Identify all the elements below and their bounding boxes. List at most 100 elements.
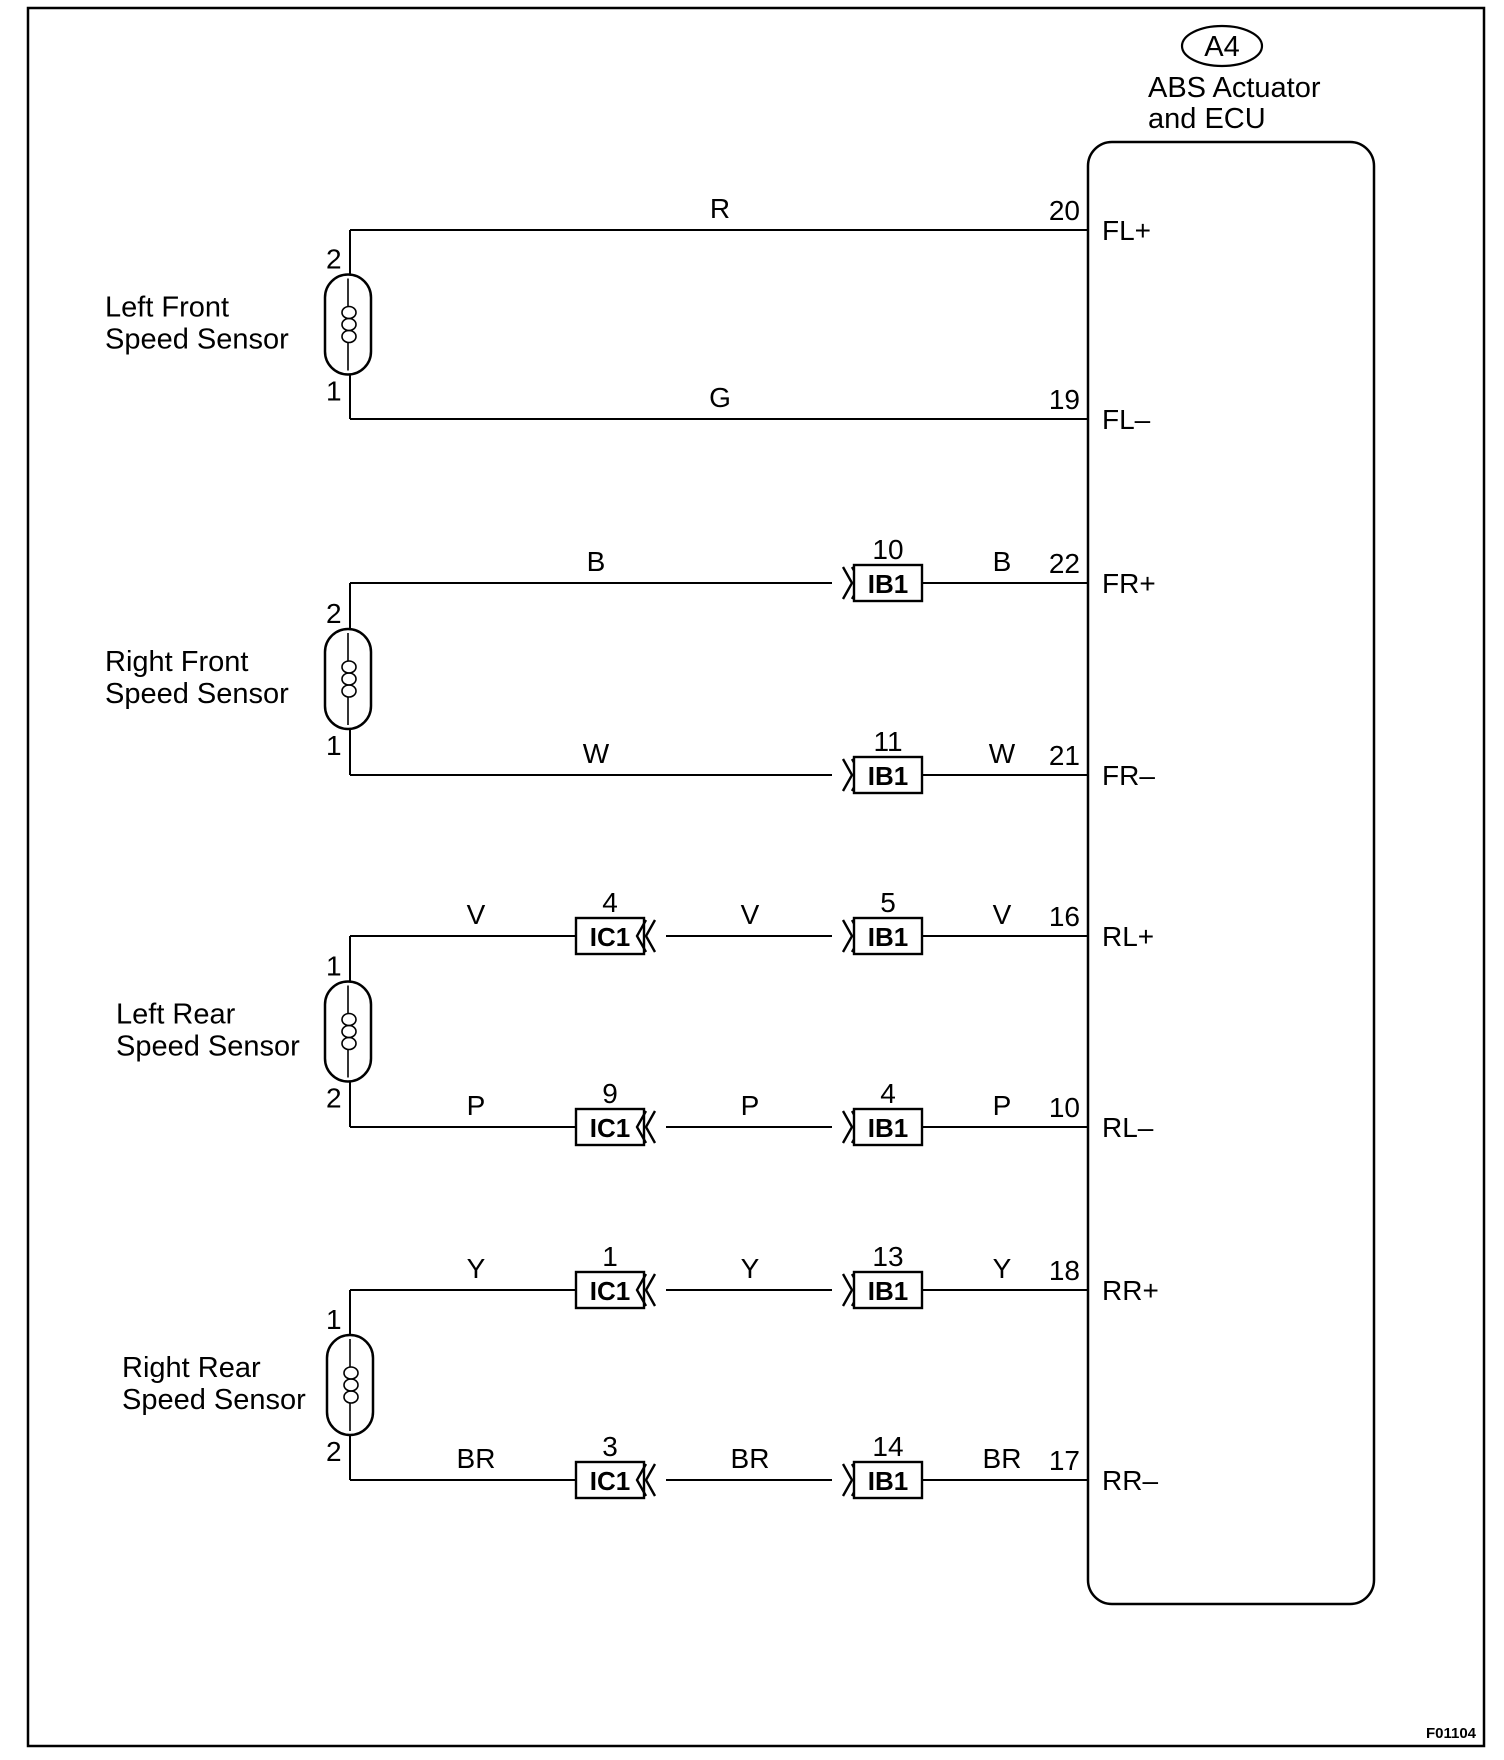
wire-color-label: R	[710, 193, 730, 224]
sensor-coil-icon	[341, 985, 357, 1078]
ecu-terminal-label: FL+	[1102, 215, 1151, 246]
sensor-coil-icon	[341, 278, 357, 371]
wire-color-label: P	[467, 1090, 486, 1121]
wire-color-label: Y	[467, 1253, 486, 1284]
sensor-name-line2: Speed Sensor	[105, 678, 289, 710]
wire-color-label: BR	[731, 1443, 770, 1474]
sensor-pin-bottom: 1	[326, 376, 342, 407]
sensor-coil-icon	[343, 1339, 359, 1431]
sensor-capsule	[323, 273, 373, 376]
sensor-name-line2: Speed Sensor	[122, 1384, 306, 1416]
sensor-name-line1: Right Front	[105, 646, 248, 678]
sensor-name-line1: Left Rear	[116, 999, 236, 1031]
ecu-terminal-label: RR+	[1102, 1275, 1159, 1306]
sensor-capsule	[325, 1333, 375, 1437]
wire-color-label: BR	[983, 1443, 1022, 1474]
sensor-name-line1: Left Front	[105, 292, 229, 324]
sensor-name-line1: Right Rear	[122, 1352, 261, 1384]
connector-ib1-label: IB1	[868, 569, 908, 599]
connector-ib1-pin: 13	[872, 1241, 903, 1272]
ecu-pin-number: 18	[1049, 1255, 1080, 1286]
ecu-terminal-label: FR–	[1102, 760, 1155, 791]
coil-turn	[341, 1036, 357, 1051]
connector-chevron-icon	[635, 1273, 657, 1307]
wire-color-label: V	[993, 899, 1012, 930]
ecu-header: A4 ABS Actuator and ECU	[1148, 24, 1321, 135]
coil-turn	[341, 329, 357, 344]
connector-chevron-icon	[635, 1110, 657, 1144]
ecu-pin-number: 20	[1049, 195, 1080, 226]
sensor-name-line2: Speed Sensor	[116, 1031, 300, 1063]
diagram-frame	[26, 6, 1486, 1748]
wire-color-label: B	[587, 546, 606, 577]
connector-ib1-pin: 14	[872, 1431, 903, 1462]
wire-color-label: V	[741, 899, 760, 930]
connector-ic1-label: IC1	[590, 1113, 630, 1143]
connector-chevron-icon	[635, 1463, 657, 1497]
wire-color-label: P	[993, 1090, 1012, 1121]
ecu-terminal-label: RL+	[1102, 921, 1154, 952]
connector-ib1-box	[852, 1270, 924, 1310]
ecu-terminal-label: FR+	[1102, 568, 1156, 599]
ecu-pin-number: 22	[1049, 548, 1080, 579]
connector-ic1-box	[574, 1270, 646, 1310]
wire-color-label: W	[989, 738, 1016, 769]
connector-ib1-pin: 10	[872, 534, 903, 565]
wire-color-label: G	[709, 382, 731, 413]
wire-color-label: P	[741, 1090, 760, 1121]
sensor-pin-top: 2	[326, 244, 342, 275]
sensor-pin-top: 2	[326, 598, 342, 629]
wire-color-label: W	[583, 738, 610, 769]
sensor-coil-icon	[341, 633, 357, 725]
connector-ic1-pin: 3	[602, 1431, 618, 1462]
sensor-capsule	[323, 980, 373, 1083]
connector-ib1-pin: 11	[873, 726, 902, 757]
coil-turn	[341, 684, 357, 698]
connector-ib1-pin: 4	[880, 1078, 896, 1109]
connector-ib1-box	[852, 1460, 924, 1500]
ecu-terminal-label: RR–	[1102, 1465, 1158, 1496]
connector-ib1-label: IB1	[868, 922, 908, 952]
sensor-pin-bottom: 2	[326, 1436, 342, 1467]
connector-ib1-box	[852, 916, 924, 956]
sensor-pin-top: 1	[326, 1304, 342, 1335]
wire-color-label: B	[993, 546, 1012, 577]
figure-id: F01104	[1426, 1725, 1477, 1742]
wire-color-label: BR	[457, 1443, 496, 1474]
connector-ic1-label: IC1	[590, 1466, 630, 1496]
connector-ib1-label: IB1	[868, 761, 908, 791]
sensor-capsule	[323, 627, 373, 731]
ecu-title-line1: ABS Actuator	[1148, 72, 1321, 104]
connector-ic1-pin: 9	[602, 1078, 618, 1109]
connector-ib1-label: IB1	[868, 1276, 908, 1306]
connector-ic1-box	[574, 916, 646, 956]
connector-ic1-label: IC1	[590, 922, 630, 952]
connector-ib1-pin: 5	[880, 887, 896, 918]
ecu-title-line2: and ECU	[1148, 103, 1266, 135]
connector-ib1-box	[852, 755, 924, 795]
sensor-name-line2: Speed Sensor	[105, 324, 289, 356]
connector-ib1-box	[852, 1107, 924, 1147]
connector-ib1-label: IB1	[868, 1466, 908, 1496]
ecu-pin-number: 10	[1049, 1092, 1080, 1123]
ecu-connector-id: A4	[1204, 31, 1239, 63]
wire-color-label: Y	[993, 1253, 1012, 1284]
connector-ib1-box	[852, 563, 924, 603]
connector-ic1-pin: 1	[602, 1241, 618, 1272]
connector-chevron-icon	[635, 919, 657, 953]
ecu-pin-number: 21	[1049, 740, 1080, 771]
wire-color-label: V	[467, 899, 486, 930]
ecu-terminal-label: FL–	[1102, 404, 1151, 435]
